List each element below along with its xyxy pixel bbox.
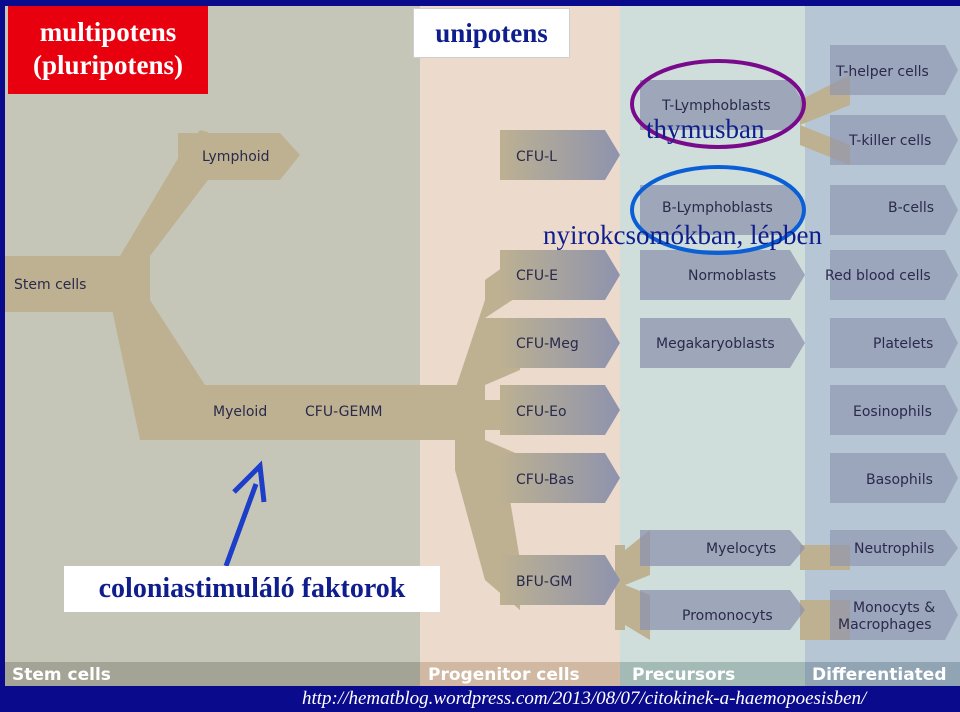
label-megakaryoblasts: Megakaryoblasts [656,336,775,352]
label-stem-cells: Stem cells [14,277,86,293]
label-t-killer: T-killer cells [848,133,931,149]
arrows [500,45,958,640]
label-cfu-bas: CFU-Bas [516,472,574,488]
label-b-cells: B-cells [888,200,934,216]
footer-label-differentiated: Differentiated [812,665,947,685]
label-myelocyts: Myelocyts [706,541,776,557]
multipotens-label: multipotens [39,17,177,47]
label-cfu-l: CFU-L [516,149,557,165]
footer-label-progenitor: Progenitor cells [428,665,580,685]
label-normoblasts: Normoblasts [688,268,776,284]
pointer-arrow [223,460,267,567]
label-myeloid: Myeloid [213,404,267,420]
label-cfu-eo: CFU-Eo [516,404,567,420]
ellipse-thymus [630,59,806,149]
source-url[interactable]: http://hematblog.wordpress.com/2013/08/0… [302,688,867,709]
label-cfu-gemm: CFU-GEMM [305,404,383,420]
footer-stem [5,662,420,686]
footer-differentiated [805,662,960,686]
label-t-lymphoblasts: T-Lymphoblasts [661,98,771,114]
label-lymphoid: Lymphoid [202,149,270,165]
ellipse-lymph-nodes [630,165,806,255]
label-monocytes-line1: Monocyts & [853,600,935,616]
footer-label-precursors: Precursors [632,665,735,685]
pluripotens-label: (pluripotens) [32,50,184,80]
thymusban-label: thymusban [646,114,765,144]
footer-progenitor [420,662,620,686]
label-bfu-gm: BFU-GM [516,574,572,590]
label-cfu-meg: CFU-Meg [516,336,579,352]
label-cfu-e: CFU-E [516,268,558,284]
label-platelets: Platelets [873,336,933,352]
label-basophils: Basophils [866,472,933,488]
label-eosinophils: Eosinophils [853,404,932,420]
label-monocytes-line2: Macrophages [838,617,932,633]
column-stem [5,6,420,662]
footer-precursors [620,662,805,686]
unipotens-label: unipotens [413,8,570,58]
footer-label-stem: Stem cells [12,665,111,685]
coloniastimulalo-label: coloniastimuláló faktorok [64,566,440,612]
label-promonocyts: Promonocyts [682,608,773,624]
label-t-helper: T-helper cells [835,64,929,80]
label-neutrophils: Neutrophils [854,541,934,557]
label-red-blood-cells: Red blood cells [825,268,931,284]
nyirokcsomokban-label: nyirokcsomókban, lépben [543,220,822,250]
multipotens-box: multipotens (pluripotens) [8,6,208,94]
label-b-lymphoblasts: B-Lymphoblasts [662,200,773,216]
